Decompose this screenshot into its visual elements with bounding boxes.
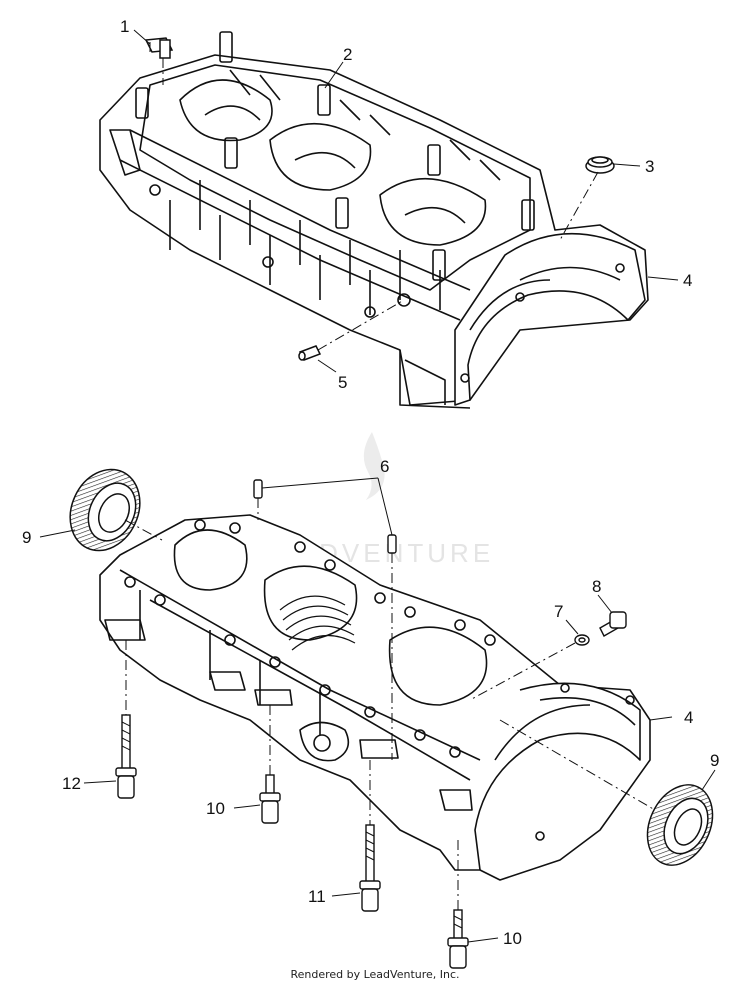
callout-1: 1 — [120, 17, 129, 36]
callout-4-upper: 4 — [683, 271, 692, 290]
callout-2: 2 — [343, 45, 352, 64]
callout-10-lower: 10 — [503, 929, 522, 948]
crank-bore-threads — [279, 595, 356, 651]
callout-3: 3 — [645, 157, 654, 176]
part-11-long-bolt — [359, 824, 381, 912]
part-7-washer — [574, 634, 590, 646]
part-9-seal-right — [646, 784, 714, 866]
callout-4-lower: 4 — [684, 708, 693, 727]
callout-10-upper: 10 — [206, 799, 225, 818]
footer-credit: Rendered by LeadVenture, Inc. — [290, 968, 460, 981]
callout-labels: 1 2 3 4 5 6 7 8 9 4 9 12 10 11 10 — [22, 17, 719, 948]
part-9-seal-left — [69, 468, 141, 552]
callout-11: 11 — [308, 887, 326, 906]
bolt-bosses — [124, 519, 635, 758]
callout-12: 12 — [62, 774, 81, 793]
part-12-long-bolt — [115, 714, 137, 799]
part-10-short-bolt-upper — [259, 774, 281, 824]
cylinder-studs — [135, 31, 535, 281]
callout-9-left: 9 — [22, 528, 31, 547]
part-10-short-bolt-lower — [447, 909, 469, 969]
part-1-elbow-fitting — [144, 37, 174, 59]
part-5-dowel-pin — [298, 345, 322, 361]
upper-crankcase — [99, 31, 649, 409]
callout-9-right: 9 — [710, 751, 719, 770]
callout-5: 5 — [338, 373, 347, 392]
part-8-bolt — [599, 611, 627, 637]
callout-6: 6 — [380, 457, 389, 476]
callout-7: 7 — [554, 602, 563, 621]
part-3-plug — [585, 156, 615, 174]
lower-crankcase — [99, 514, 651, 881]
callout-leaders — [39, 29, 716, 943]
assembly-centerlines — [124, 58, 656, 910]
callout-8: 8 — [592, 577, 601, 596]
